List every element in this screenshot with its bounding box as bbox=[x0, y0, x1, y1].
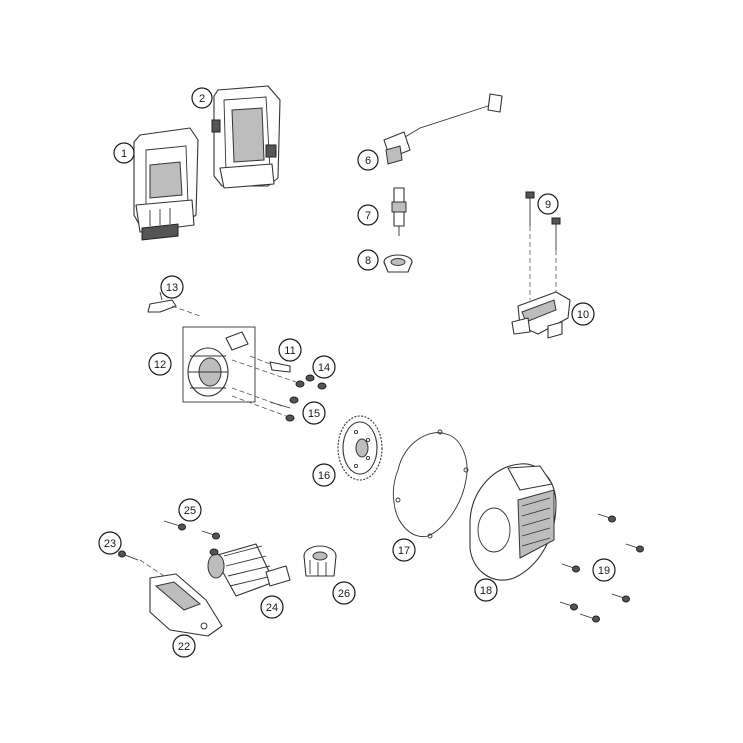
svg-text:26: 26 bbox=[338, 588, 350, 600]
svg-text:19: 19 bbox=[598, 565, 610, 577]
callout-2: 2 bbox=[191, 87, 213, 109]
part-stator-assembly bbox=[182, 326, 256, 403]
part-cover-bolts bbox=[559, 513, 644, 623]
part-flywheel-gear bbox=[337, 415, 383, 481]
callout-8: 8 bbox=[357, 249, 379, 271]
svg-text:10: 10 bbox=[577, 309, 589, 321]
part-gasket bbox=[392, 429, 469, 539]
svg-text:7: 7 bbox=[365, 210, 371, 222]
svg-text:1: 1 bbox=[121, 148, 127, 160]
svg-text:23: 23 bbox=[104, 538, 116, 550]
callout-layer: 1 2 6 7 8 9 10 11 12 13 14 bbox=[98, 87, 616, 658]
part-screw-23 bbox=[118, 550, 139, 561]
part-ignition-coil bbox=[511, 291, 571, 339]
callout-17: 17 bbox=[392, 538, 416, 562]
part-ecu-unit bbox=[133, 127, 199, 241]
svg-text:2: 2 bbox=[199, 93, 205, 105]
svg-text:13: 13 bbox=[166, 282, 178, 294]
svg-text:18: 18 bbox=[480, 585, 492, 597]
part-spark-plug bbox=[391, 187, 407, 236]
svg-text:9: 9 bbox=[545, 199, 551, 211]
part-cover-plate bbox=[139, 559, 223, 637]
part-cable-holder bbox=[147, 291, 201, 317]
svg-text:17: 17 bbox=[398, 545, 410, 557]
callout-7: 7 bbox=[357, 204, 379, 226]
part-ecu-cover bbox=[211, 85, 281, 189]
part-screws-14 bbox=[231, 359, 327, 390]
callout-19: 19 bbox=[592, 558, 616, 582]
callout-26: 26 bbox=[332, 581, 356, 605]
callout-24: 24 bbox=[260, 595, 284, 619]
part-starter-bolts bbox=[163, 520, 220, 540]
part-seal-ring bbox=[383, 254, 413, 273]
svg-text:15: 15 bbox=[308, 408, 320, 420]
callout-18: 18 bbox=[474, 578, 498, 602]
svg-text:22: 22 bbox=[178, 641, 190, 653]
callout-12: 12 bbox=[148, 352, 172, 376]
callout-11: 11 bbox=[278, 338, 302, 362]
part-starter-gear bbox=[303, 545, 337, 577]
part-screws-15 bbox=[231, 387, 299, 422]
callout-9: 9 bbox=[537, 193, 559, 215]
svg-text:12: 12 bbox=[154, 359, 166, 371]
callout-14: 14 bbox=[312, 355, 336, 379]
callout-6: 6 bbox=[357, 149, 379, 171]
svg-text:25: 25 bbox=[184, 505, 196, 517]
part-sensor-clip bbox=[249, 355, 291, 373]
svg-text:6: 6 bbox=[365, 155, 371, 167]
part-spark-plug-cable bbox=[383, 93, 503, 165]
svg-text:24: 24 bbox=[266, 602, 278, 614]
callout-23: 23 bbox=[98, 531, 122, 555]
part-coil-bolts bbox=[525, 191, 561, 300]
callout-22: 22 bbox=[172, 634, 196, 658]
callout-16: 16 bbox=[312, 463, 336, 487]
part-starter-motor bbox=[207, 543, 291, 597]
callout-15: 15 bbox=[302, 401, 326, 425]
callout-25: 25 bbox=[178, 498, 202, 522]
callout-13: 13 bbox=[160, 275, 184, 299]
callout-10: 10 bbox=[571, 302, 595, 326]
svg-text:8: 8 bbox=[365, 255, 371, 267]
svg-text:11: 11 bbox=[284, 345, 295, 357]
svg-text:14: 14 bbox=[318, 362, 330, 374]
part-ignition-cover bbox=[469, 463, 557, 581]
callout-1: 1 bbox=[113, 142, 135, 164]
svg-text:16: 16 bbox=[318, 470, 330, 482]
